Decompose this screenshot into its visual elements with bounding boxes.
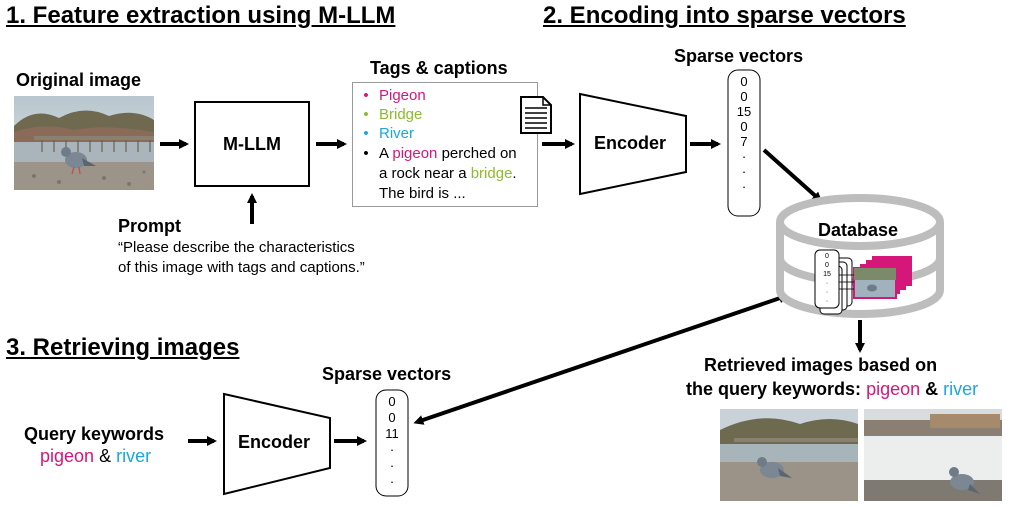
vector-value: · bbox=[825, 298, 829, 305]
vector-value: 7 bbox=[740, 134, 748, 149]
retrieved-keyword-river: river bbox=[943, 379, 979, 399]
tag-text: Pigeon bbox=[379, 87, 426, 104]
vector-value: · bbox=[389, 458, 395, 473]
section-title-retrieving: 3. Retrieving images bbox=[6, 334, 240, 361]
caption-text: A bbox=[379, 145, 393, 162]
vector-value: 0 bbox=[740, 74, 748, 89]
caption-keyword-bridge: bridge bbox=[470, 165, 513, 182]
retrieved-label-line-2: the query keywords: pigeon & river bbox=[686, 379, 978, 400]
mllm-label: M-LLM bbox=[223, 133, 281, 154]
section-title-feature-extraction: 1. Feature extraction using M-LLM bbox=[6, 2, 396, 29]
tag-item-bridge: • Bridge bbox=[353, 106, 422, 123]
database-label: Database bbox=[818, 220, 899, 240]
database-image-stack bbox=[853, 256, 912, 299]
caption-text: a rock near a bbox=[379, 165, 471, 182]
database-vector-stack bbox=[814, 249, 854, 315]
vector-value: 0 bbox=[388, 394, 396, 409]
vector-value: 11 bbox=[385, 426, 399, 441]
query-keywords-label: Query keywords bbox=[24, 424, 165, 444]
retrieved-label-line-1: Retrieved images based on bbox=[704, 355, 938, 375]
vector-value: 0 bbox=[740, 89, 748, 104]
caption-line-3: The bird is ... bbox=[379, 185, 466, 202]
prompt-line-2: of this image with tags and captions.” bbox=[118, 259, 365, 276]
section-title-encoding: 2. Encoding into sparse vectors bbox=[543, 2, 906, 29]
sparse-vector-bottom-bracket bbox=[375, 389, 409, 497]
tag-bullet: • bbox=[363, 125, 369, 142]
caption-bullet: • bbox=[363, 145, 369, 162]
arrow-vector-database-match bbox=[413, 293, 789, 425]
prompt-text: “Please describe the characteristics of … bbox=[118, 238, 408, 278]
tags-captions-title: Tags & captions bbox=[370, 58, 508, 78]
arrow-vector-to-database bbox=[762, 148, 823, 202]
original-image-label: Original image bbox=[16, 70, 142, 90]
tag-bullet: • bbox=[363, 87, 369, 104]
retrieved-image-1 bbox=[720, 409, 858, 501]
tag-bullet: • bbox=[363, 106, 369, 123]
caption-text: perched on bbox=[437, 145, 517, 162]
retrieved-keyword-pigeon: pigeon bbox=[866, 379, 921, 399]
vector-value: · bbox=[389, 442, 395, 457]
vector-value: · bbox=[741, 179, 747, 194]
tags-captions-box: • Pigeon • Bridge • River • A pigeon perched… bbox=[352, 82, 538, 207]
retrieved-prefix: the query keywords: bbox=[686, 379, 867, 399]
caption-text: . bbox=[512, 165, 517, 182]
encoder-shape-bottom bbox=[223, 392, 331, 496]
database-vector-values: 0 0 15 · · · bbox=[815, 252, 839, 306]
retrieved-amp: & bbox=[920, 379, 944, 399]
sparse-vectors-label-top: Sparse vectors bbox=[674, 46, 804, 66]
original-image-photo bbox=[14, 96, 154, 190]
mllm-box: M-LLM bbox=[194, 101, 310, 187]
query-keyword-pigeon: pigeon bbox=[40, 446, 95, 466]
vector-value: 0 bbox=[825, 262, 829, 269]
document-icon bbox=[520, 96, 552, 134]
tag-item-river: • River bbox=[353, 125, 414, 142]
caption-line-2: a rock near a bridge. bbox=[379, 165, 517, 182]
vector-value: · bbox=[741, 164, 747, 179]
encoder-label-top: Encoder bbox=[594, 133, 667, 153]
sparse-vector-top-values: 0 0 15 0 7 · · · bbox=[728, 74, 760, 194]
encoder-label-bottom: Encoder bbox=[238, 432, 311, 452]
vector-value: 0 bbox=[388, 410, 396, 425]
caption-keyword-pigeon: pigeon bbox=[392, 145, 438, 162]
query-keyword-river: river bbox=[116, 446, 152, 466]
prompt-title: Prompt bbox=[118, 216, 181, 236]
tag-item-pigeon: • Pigeon bbox=[353, 87, 426, 104]
sparse-vector-bottom-values: 0 0 11 · · · bbox=[376, 394, 408, 490]
prompt-line-1: “Please describe the characteristics bbox=[118, 239, 355, 256]
retrieved-image-2 bbox=[864, 409, 1002, 501]
sparse-vector-top-bracket bbox=[727, 69, 761, 217]
encoder-shape-top bbox=[579, 92, 687, 196]
caption-line-1: • A pigeon perched on bbox=[353, 145, 517, 162]
tag-text: River bbox=[379, 125, 415, 142]
vector-value: · bbox=[741, 149, 747, 164]
vector-value: 15 bbox=[823, 271, 831, 278]
vector-value: · bbox=[389, 474, 395, 489]
vector-value: · bbox=[825, 289, 829, 296]
vector-value: 0 bbox=[740, 119, 748, 134]
original-image bbox=[14, 96, 154, 190]
tag-text: Bridge bbox=[379, 106, 423, 123]
vector-value: 0 bbox=[825, 253, 829, 260]
vector-value: · bbox=[825, 280, 829, 287]
vector-value: 15 bbox=[736, 104, 752, 119]
query-keywords-values: pigeon & river bbox=[40, 446, 151, 467]
query-amp: & bbox=[94, 446, 117, 466]
